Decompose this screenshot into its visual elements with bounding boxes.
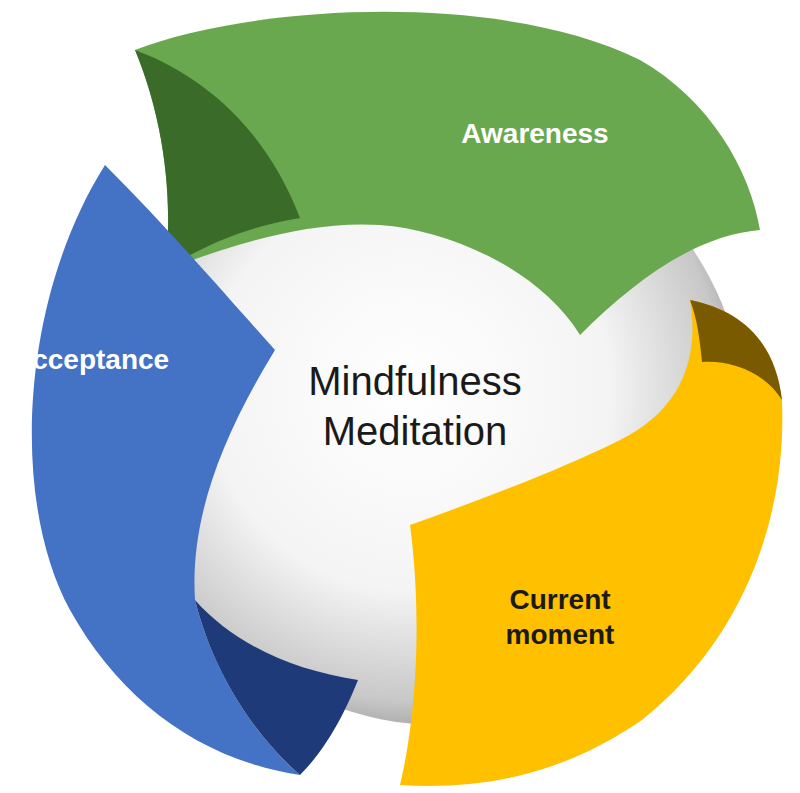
- awareness-band: Awareness: [405, 112, 665, 155]
- blue-swoosh-shade: [195, 600, 358, 775]
- node-label: Mindfulness Meditation: [261, 356, 569, 456]
- node-label: Acceptance: [12, 342, 262, 377]
- node-label: Current moment: [466, 582, 654, 652]
- acceptance-band: Acceptance: [6, 338, 268, 381]
- green-swoosh: [135, 12, 760, 335]
- center-label-circle: Mindfulness Meditation: [255, 352, 575, 460]
- current-moment-band: Current moment: [460, 578, 660, 656]
- node-label: Awareness: [411, 116, 659, 151]
- yellow-swoosh-shade: [690, 300, 782, 400]
